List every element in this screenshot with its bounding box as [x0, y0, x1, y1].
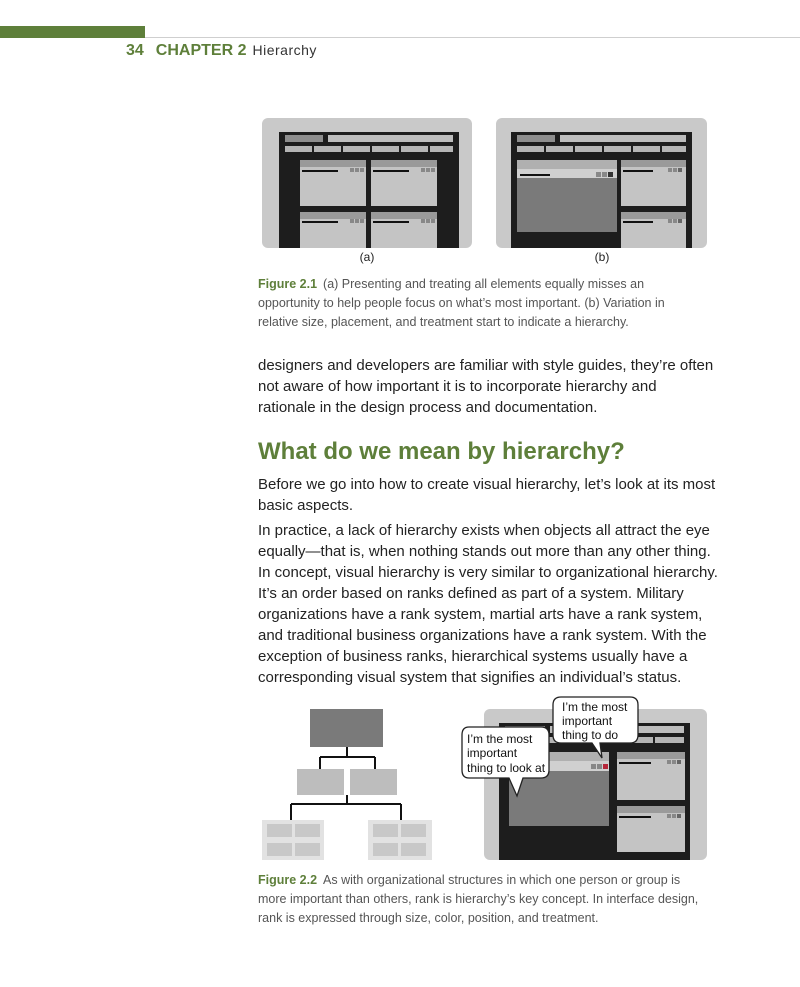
- chapter-label: CHAPTER 2: [155, 42, 247, 59]
- header-rule: [145, 37, 800, 38]
- speech-bubble-look: I’m the most important thing to look at: [461, 726, 550, 798]
- paragraph-1: designers and developers are familiar wi…: [258, 357, 714, 416]
- paragraph-3: In practice, a lack of hierarchy exists …: [258, 522, 718, 686]
- bubble-look-line-1: I’m the most: [467, 732, 533, 746]
- paragraph-2: Before we go into how to create visual h…: [258, 476, 716, 514]
- speech-bubble-do: I’m the most important thing to do: [552, 696, 639, 759]
- figure-2-1b-label: (b): [595, 250, 610, 264]
- figure-2-2-caption-text: As with organizational structures in whi…: [258, 873, 699, 925]
- bubble-look-line-2: important: [467, 746, 518, 760]
- figure-2-1: (a) (b): [262, 118, 707, 264]
- org-chart-illustration: [262, 709, 432, 860]
- figure-2-1b-illustration: [496, 118, 707, 248]
- figure-2-1a-label: (a): [360, 250, 375, 264]
- section-heading: What do we mean by hierarchy?: [258, 438, 625, 465]
- figure-2-2: I’m the most important thing to do I’m t…: [262, 696, 707, 860]
- section-label: Hierarchy: [252, 42, 317, 58]
- figure-2-1-caption-text: (a) Presenting and treating all elements…: [258, 277, 665, 329]
- bubble-do-line-2: important: [562, 714, 613, 728]
- figure-2-2-caption-label: Figure 2.2: [258, 873, 318, 887]
- bubble-look-line-3: thing to look at: [467, 761, 546, 775]
- page-number: 34: [126, 42, 144, 59]
- figure-2-1-caption: Figure 2.1(a) Presenting and treating al…: [258, 275, 708, 332]
- bubble-do-line-3: thing to do: [562, 728, 618, 742]
- header-accent-bar: [0, 26, 145, 38]
- bubble-do-line-1: I’m the most: [562, 700, 628, 714]
- running-head: 34 CHAPTER 2 Hierarchy: [126, 42, 317, 60]
- figure-2-1-caption-label: Figure 2.1: [258, 277, 318, 291]
- figure-2-1a-illustration: [262, 118, 472, 248]
